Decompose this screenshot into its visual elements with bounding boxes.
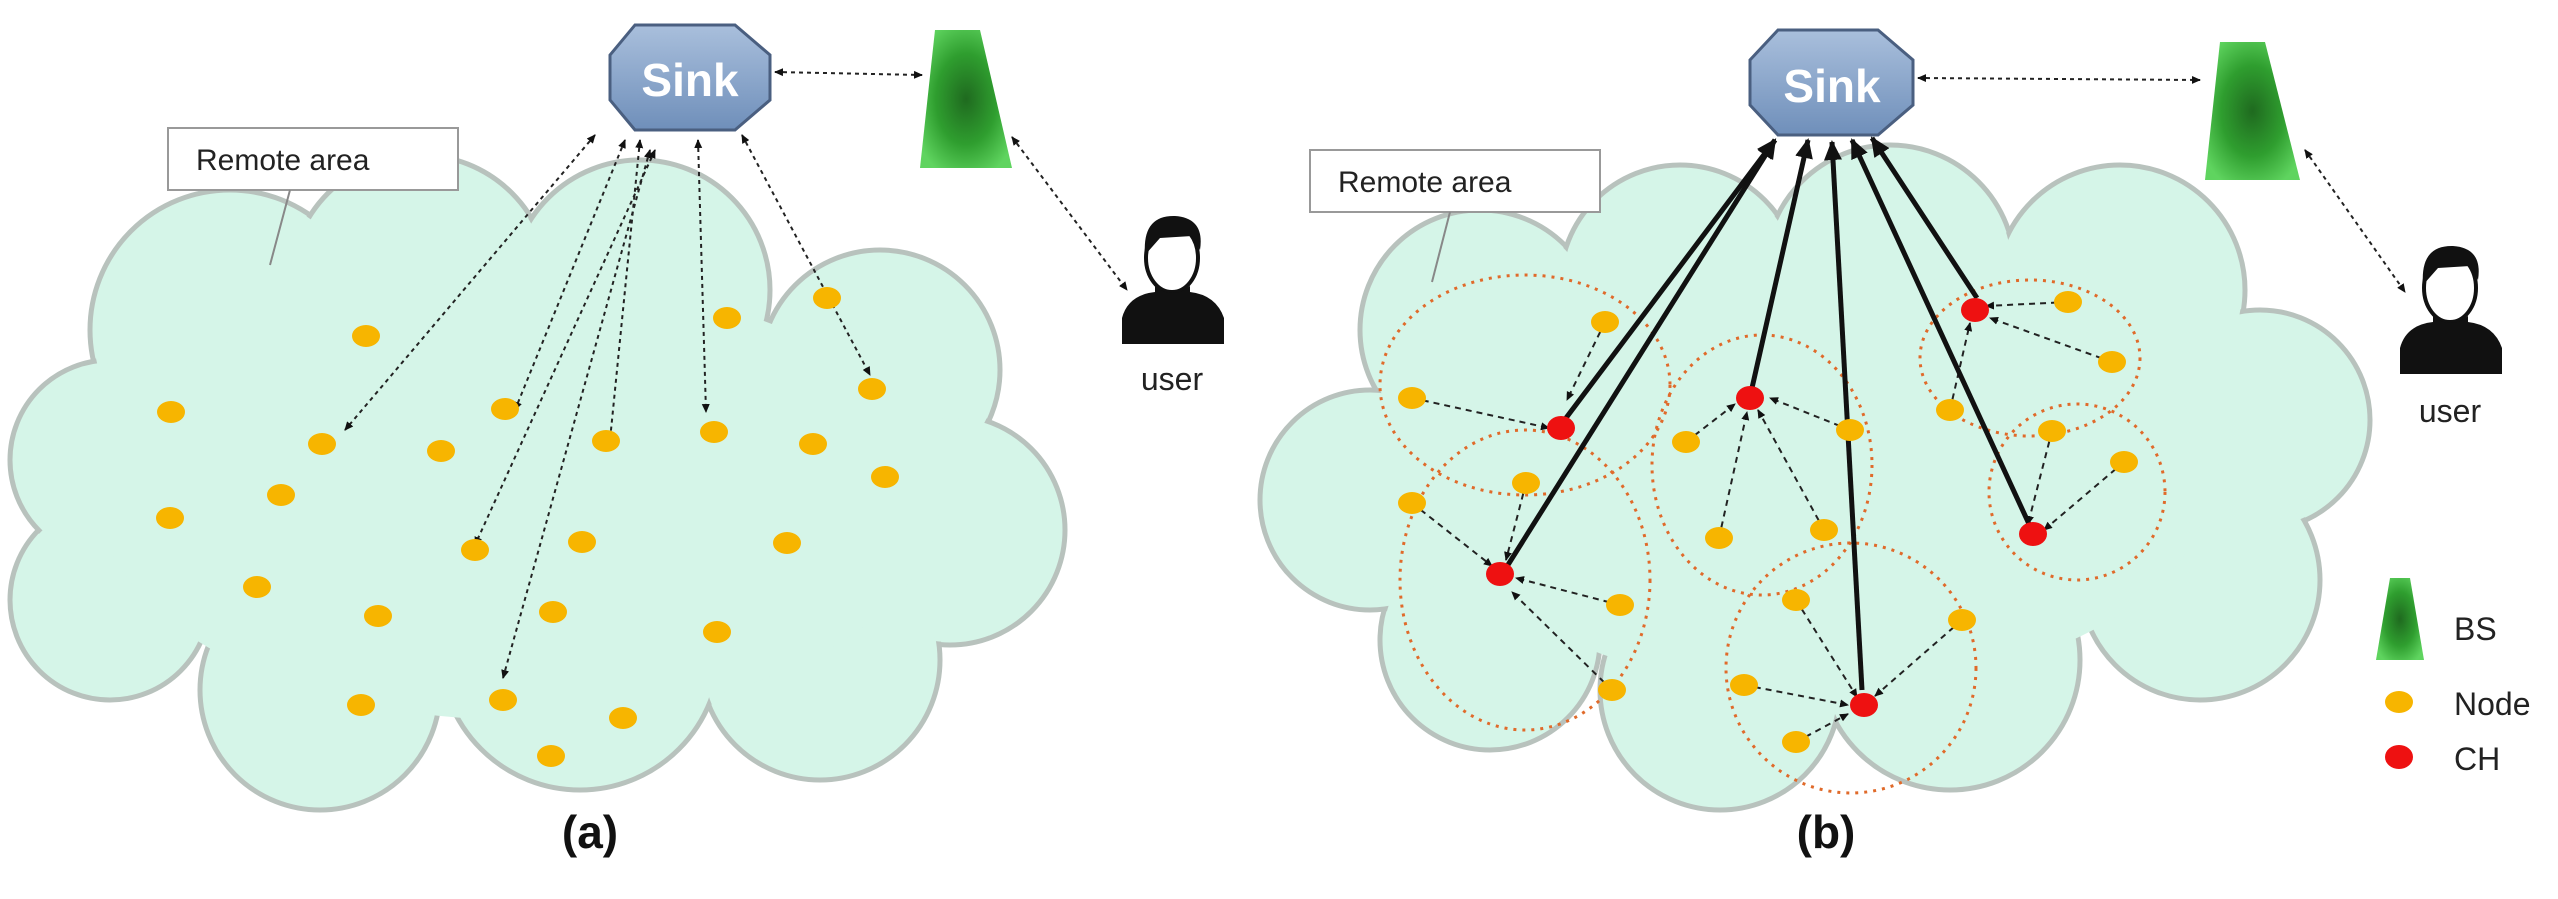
node-dot-icon [568,531,596,553]
panel-caption-a: (a) [562,806,618,858]
user-icon [2400,245,2502,374]
node-dot-icon [427,440,455,462]
node-dot-icon [703,621,731,643]
panel-b: Remote area [1257,28,2531,858]
node-dot-icon [773,532,801,554]
node-dot-icon [713,307,741,329]
node-dot-icon [1836,419,1864,441]
cluster-rings [1378,273,2167,795]
cluster-head-dot-icon [1961,298,1989,322]
node-dot-icon [1948,609,1976,631]
sensor-nodes-b [1398,291,2138,753]
node-dot-icon [352,325,380,347]
node-dot-icon [2110,451,2138,473]
node-dot-icon [609,707,637,729]
node-dot-icon [858,378,886,400]
node-dot-icon [871,466,899,488]
node-dot-icon [1810,519,1838,541]
node-dot-icon [537,745,565,767]
cluster-head-dot-icon [2019,522,2047,546]
node-dot-icon [156,507,184,529]
node-dot-icon [1591,311,1619,333]
node-dot-icon [2098,351,2126,373]
remote-area-label-b: Remote area [1309,149,1601,283]
cluster-heads [1486,298,2047,717]
node-dot-icon [347,694,375,716]
node-dot-icon [799,433,827,455]
panel-caption-b: (b) [1797,806,1856,858]
cluster-ring [1378,273,1672,497]
cluster-ring [1398,428,1652,732]
node-dot-icon [308,433,336,455]
sink-node-links-a [344,68,1128,679]
node-dot-icon [813,287,841,309]
svg-text:BS: BS [2454,611,2497,647]
node-dot-icon [2054,291,2082,313]
svg-text:CH: CH [2454,741,2500,777]
node-dot-icon [364,605,392,627]
cluster-ring [1724,541,1978,795]
cluster-ring [1650,333,1874,597]
node-dot-icon [1398,492,1426,514]
node-dot-icon [1398,387,1426,409]
legend: BS Node CH [2376,578,2531,777]
legend-item-bs: BS [2376,578,2497,660]
node-ch-links [1411,301,2125,743]
node-dot-icon [700,421,728,443]
node-dot-icon [491,398,519,420]
node-dot-icon [157,401,185,423]
node-dot-icon [461,539,489,561]
cluster-head-dot-icon [2385,745,2413,769]
node-dot-icon [243,576,271,598]
node-dot-icon [1730,674,1758,696]
cluster-head-dot-icon [1736,386,1764,410]
node-dot-icon [489,689,517,711]
node-dot-icon [1606,594,1634,616]
node-dot-icon [1598,679,1626,701]
cluster-head-dot-icon [1547,416,1575,440]
user-label-b: user [2419,393,2482,429]
cluster-ring [1918,278,2142,438]
node-dot-icon [1705,527,1733,549]
node-dot-icon [2038,420,2066,442]
base-station-icon [2376,578,2424,660]
cluster-head-dot-icon [1486,562,1514,586]
user-icon [1122,215,1224,344]
legend-item-ch: CH [2385,741,2500,777]
sink-bs-link [1917,74,2201,84]
node-dot-icon [592,430,620,452]
node-dot-icon [1936,399,1964,421]
ch-sink-links [1503,136,2032,691]
base-station-icon [920,30,1012,168]
sink-octagon-icon: Sink [1748,28,1915,137]
node-dot-icon [1672,431,1700,453]
node-dot-icon [1782,731,1810,753]
node-dot-icon [267,484,295,506]
panel-a: Remote area [7,23,1224,858]
sensor-nodes-a [156,287,899,767]
svg-text:Remote area: Remote area [1338,166,1512,199]
svg-text:Remote area: Remote area [196,144,370,177]
node-dot-icon [1782,589,1810,611]
sink-octagon-icon: Sink [608,23,772,132]
svg-text:Sink: Sink [1783,60,1881,112]
node-dot-icon [539,601,567,623]
legend-item-node: Node [2385,686,2531,722]
svg-text:Sink: Sink [641,54,739,106]
bs-user-link [2304,149,2406,293]
svg-text:Node: Node [2454,686,2531,722]
node-dot-icon [2385,691,2413,713]
cluster-ring [1987,402,2167,582]
node-dot-icon [1512,472,1540,494]
base-station-icon [2205,42,2300,180]
cluster-head-dot-icon [1850,693,1878,717]
user-label-a: user [1141,361,1204,397]
